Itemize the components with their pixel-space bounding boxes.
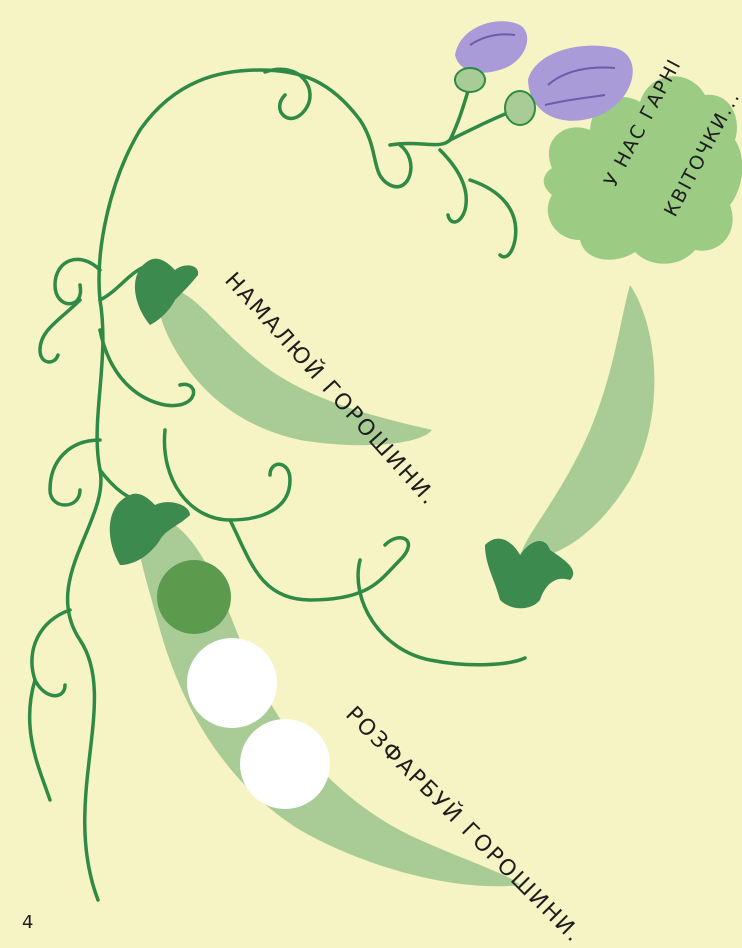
speech-bubble-text: У НАС ГАРНІ КВІТОЧКИ... [560,54,742,250]
pea-empty[interactable] [187,638,277,728]
leaf-calyx-icon [109,493,190,565]
pea-pod-icon [520,285,655,560]
leaf-calyx-icon [135,258,199,325]
leaf-calyx-icon [485,538,574,609]
page-number: 4 [22,912,34,933]
speech-bubble-line-2: КВІТОЧКИ... [660,86,742,221]
pea-filled [157,560,231,634]
pea-pod-icon [158,288,432,446]
flower-bud-icon [454,21,528,93]
flower-bud-icon [504,45,633,126]
speech-cloud-icon [543,76,742,264]
speech-bubble-line-1: У НАС ГАРНІ [600,54,687,191]
pea-empty[interactable] [240,719,330,809]
vine [27,67,527,902]
